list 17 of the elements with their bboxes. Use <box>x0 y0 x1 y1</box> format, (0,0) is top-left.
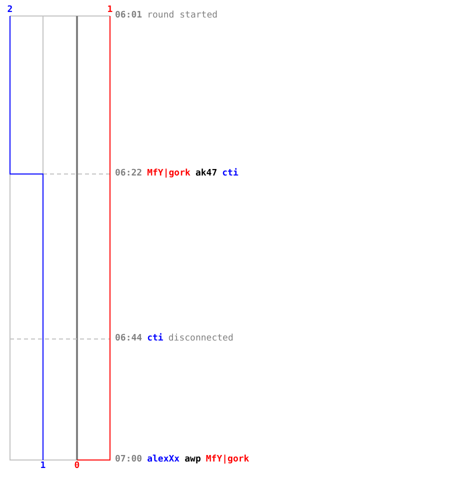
count-label: 2 <box>7 6 13 15</box>
timestamp: 07:00 <box>115 454 142 466</box>
timestamp: 06:22 <box>115 168 142 180</box>
event-text: disconnected <box>168 334 234 344</box>
weapon-name: awp <box>184 454 201 466</box>
count-label: 1 <box>107 6 113 15</box>
event-text: round started <box>147 10 218 22</box>
count-label: 0 <box>74 462 80 471</box>
timestamp: 06:44 <box>115 334 142 344</box>
player-name: alexXx <box>147 454 180 466</box>
count-label: 1 <box>40 462 46 471</box>
player-name: cti <box>147 334 164 344</box>
player-name: cti <box>222 168 238 180</box>
weapon-name: ak47 <box>195 168 218 180</box>
timestamp: 06:01 <box>115 10 142 22</box>
player-name: MfY|gork <box>206 454 250 466</box>
player-name: MfY|gork <box>147 168 190 180</box>
